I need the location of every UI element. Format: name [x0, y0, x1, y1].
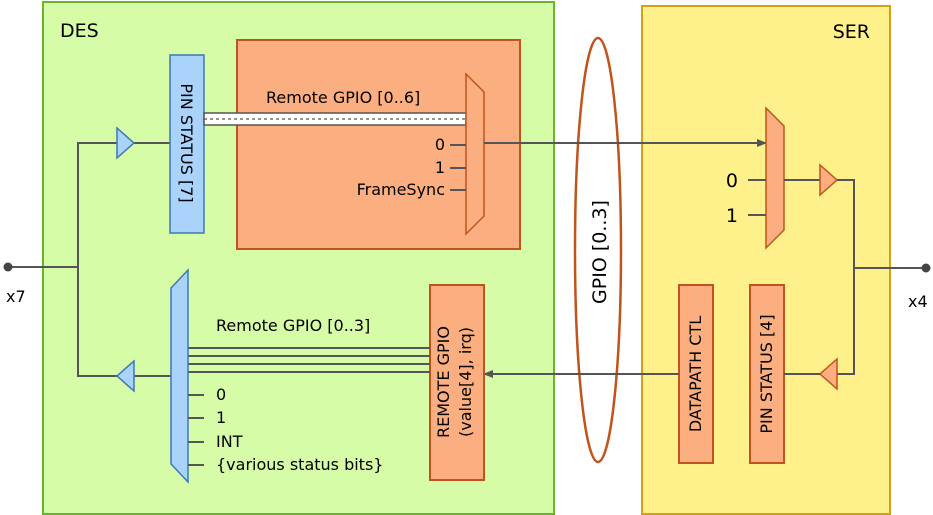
- ser-port-label: x4: [908, 292, 928, 311]
- ser-datapath-label: DATAPATH CTL: [686, 316, 705, 432]
- des-in-mux-input-int: INT: [216, 432, 243, 451]
- des-input-buffer: [116, 126, 136, 160]
- ser-mux-input-0: 0: [726, 170, 738, 192]
- des-in-mux-input-0: 0: [216, 385, 226, 404]
- des-remote-gpio-line1: REMOTE GPIO: [434, 326, 453, 438]
- des-remote-gpio-box: [429, 284, 485, 481]
- ser-pin-status-label: PIN STATUS [4]: [757, 314, 776, 433]
- ser-pin-status-box: [749, 284, 785, 464]
- des-buffer-wires: [77, 142, 117, 377]
- des-in-mux: [170, 268, 189, 484]
- des-out-mux-input-0: 0: [435, 135, 445, 154]
- ser-mux: [765, 106, 785, 250]
- des-pin-status-label: PIN STATUS [7]: [177, 83, 196, 202]
- des-in-bus-label: Remote GPIO [0..3]: [216, 316, 370, 335]
- ser-buffer-wires: [837, 179, 855, 375]
- ser-title: SER: [833, 21, 870, 43]
- ser-port-terminal: [921, 263, 931, 273]
- des-in-mux-input-status-bits: {various status bits}: [216, 455, 383, 474]
- ser-input-buffer: [818, 357, 838, 391]
- des-port-label: x7: [6, 287, 26, 306]
- ser-mux-input-1: 1: [726, 205, 738, 227]
- des-in-mux-input-1: 1: [216, 408, 226, 427]
- des-out-mux-input-framesync: FrameSync: [357, 180, 445, 199]
- des-output-buffer: [115, 359, 135, 393]
- des-port-terminal: [3, 262, 13, 272]
- des-remote-gpio-line2: (value[4], irq): [456, 327, 475, 437]
- des-pin-status-box: [169, 54, 205, 234]
- des-out-bus-label: Remote GPIO [0..6]: [266, 88, 420, 107]
- des-out-mux: [465, 72, 485, 236]
- gpio-link-label: GPIO [0..3]: [589, 200, 611, 304]
- ser-output-buffer: [819, 163, 839, 197]
- des-out-mux-input-1: 1: [435, 158, 445, 177]
- des-title: DES: [60, 20, 99, 42]
